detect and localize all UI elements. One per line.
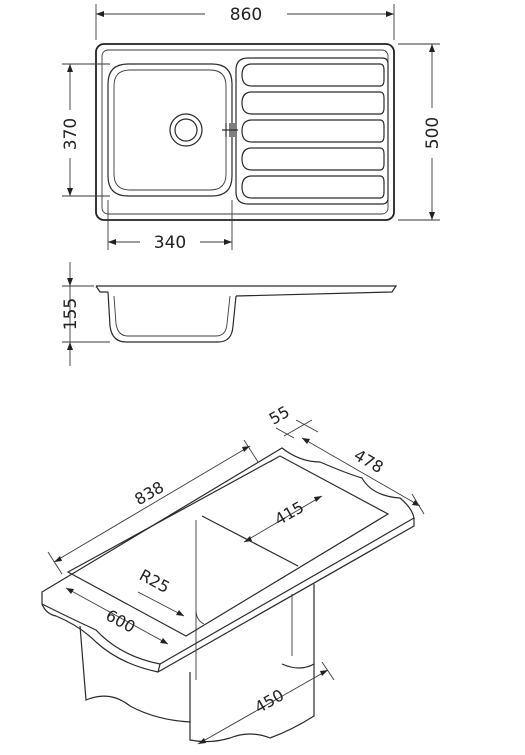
cabinet-left	[79, 625, 191, 723]
dim-bowl-depth: 155	[61, 262, 110, 366]
bowl-outline	[107, 63, 233, 197]
dim-corner-radius: R25	[136, 565, 185, 617]
side-rim	[96, 285, 398, 297]
top-view: 860 370 500 340	[61, 4, 443, 253]
dim-bowl-width: 340	[107, 200, 233, 253]
dim-label-838: 838	[131, 477, 167, 509]
dim-drainer-cut: 415	[243, 495, 323, 543]
dim-label-860: 860	[230, 5, 262, 25]
side-view: 155	[61, 262, 398, 366]
dim-label-r25: R25	[136, 565, 173, 597]
dim-label-415: 415	[271, 497, 307, 529]
side-bowl	[107, 291, 237, 343]
drain-icon	[169, 113, 203, 147]
dim-label-155: 155	[61, 298, 81, 330]
drain-inner-icon	[174, 118, 198, 142]
dim-bowl-height: 370	[61, 63, 110, 197]
dim-overall-depth: 500	[398, 43, 443, 221]
dim-label-370: 370	[61, 118, 81, 150]
dim-label-340: 340	[154, 233, 186, 253]
drainer-grooves	[235, 57, 389, 205]
perspective-view: 55 478 838 415 R25	[41, 402, 425, 745]
dim-label-478: 478	[351, 445, 387, 477]
dim-label-450: 450	[251, 685, 287, 717]
sink-outline	[95, 43, 395, 221]
cabinet-right	[281, 584, 315, 669]
countertop-surface	[41, 447, 415, 665]
dim-cutout-length: 838	[47, 439, 259, 575]
sink-rim	[101, 49, 389, 215]
dim-label-600: 600	[103, 606, 139, 637]
dim-cutout-depth: 55	[266, 402, 319, 439]
cutout-opening	[66, 455, 390, 637]
bowl-inner-outline	[113, 69, 227, 191]
overflow-slots-icon	[222, 123, 238, 137]
dim-label-55: 55	[266, 402, 293, 429]
dim-label-500: 500	[423, 117, 443, 149]
dim-top-width: 860	[95, 4, 395, 40]
